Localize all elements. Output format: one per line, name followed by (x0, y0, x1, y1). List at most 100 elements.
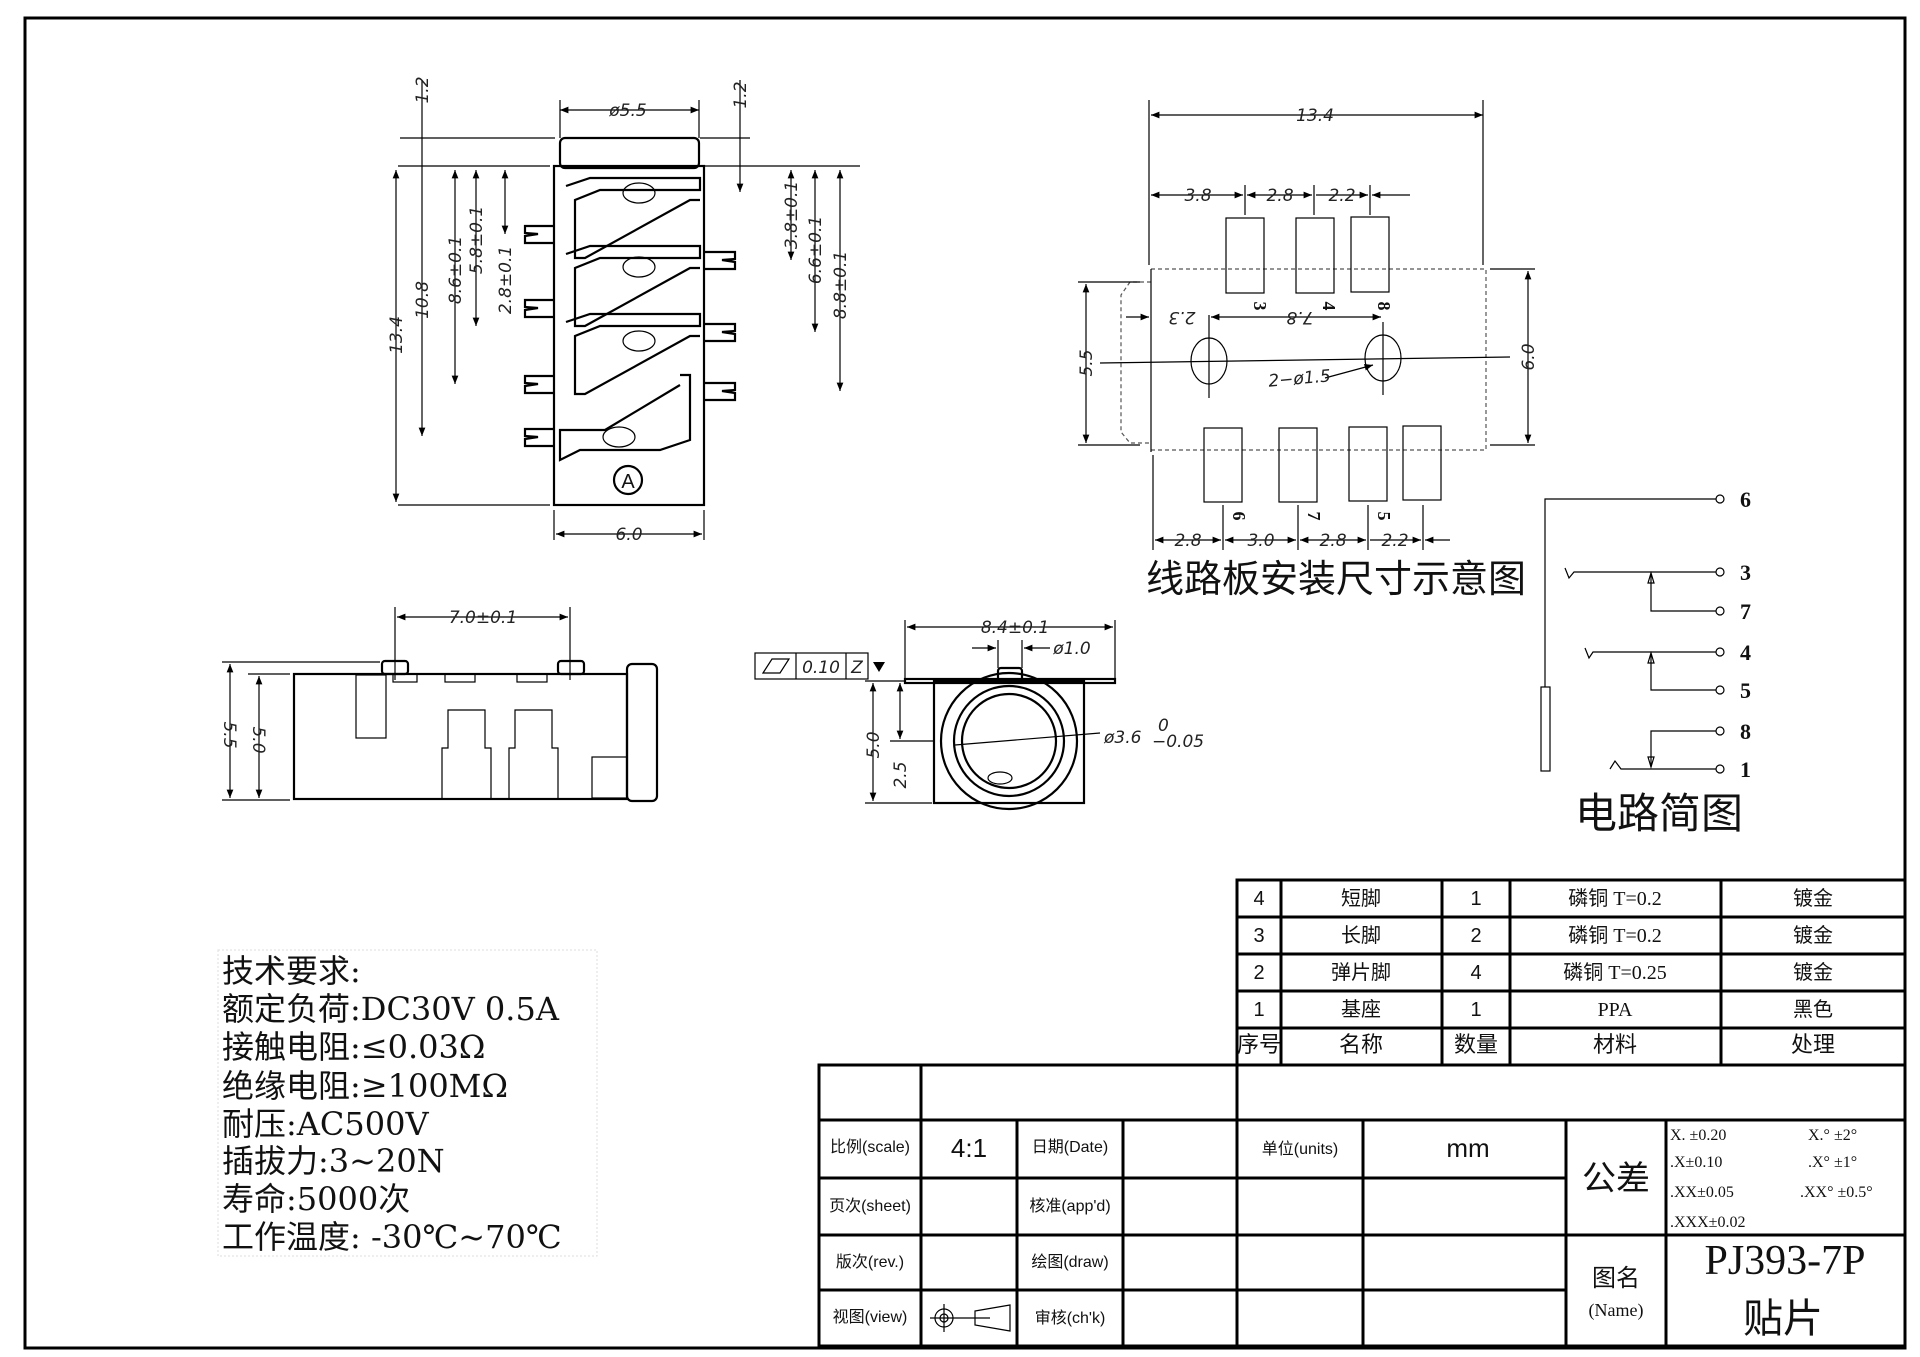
marker-a: A (621, 471, 635, 493)
bom-row-finish: 镀金 (1793, 886, 1833, 910)
bom-row-name: 弹片脚 (1331, 960, 1391, 984)
tech-req-line: 插拔力:3~20N (222, 1142, 445, 1180)
sheet-border (23, 16, 1907, 1350)
dim-13-4: 13.4 (387, 316, 407, 354)
tech-req-line: 绝缘电阻:≥100MΩ (222, 1067, 508, 1105)
bom-row-no: 4 (1253, 888, 1264, 910)
dim-1-2-left: 1.2 (413, 76, 433, 103)
pcb-pin-7: 7 (1304, 512, 1324, 521)
front-dim-bore-lower: −0.05 (1152, 732, 1204, 752)
tolerance-linear: .XXX±0.02 (1670, 1214, 1745, 1231)
draw-label: 绘图(draw) (1031, 1253, 1108, 1271)
part-type: 贴片 (1743, 1296, 1823, 1342)
top-view: A ø5.5 6.0 13.4 10.8 1.2 8.6±0.1 5.8±0.1… (387, 76, 860, 545)
circuit-pin-7: 7 (1740, 599, 1751, 624)
tolerance-label: 公差 (1582, 1159, 1650, 1199)
side-view: 7.0±0.1 5.5 5.0 (219, 607, 659, 803)
bom-row-qty: 2 (1470, 925, 1481, 947)
circuit-pin-1: 1 (1740, 757, 1751, 782)
dim-6-0: 6.0 (615, 525, 642, 545)
pcb-dim-6-0: 6.0 (1519, 343, 1539, 370)
tolerance-linear: X. ±0.20 (1670, 1127, 1726, 1144)
pcb-dim-hole-offset: 2.3 (1168, 307, 1195, 327)
dim-2-8: 2.8±0.1 (496, 246, 516, 314)
circuit-pin-3: 3 (1740, 560, 1751, 585)
bom-row-name: 短脚 (1341, 886, 1381, 910)
bom-row-finish: 黑色 (1793, 997, 1833, 1021)
fcf-tolerance: 0.10 (802, 658, 840, 678)
circuit-pin-6: 6 (1740, 487, 1751, 512)
dim-8-8: 8.8±0.1 (831, 251, 851, 319)
bom-header-no: 序号 (1237, 1032, 1281, 1057)
tolerance-angular: X.° ±2° (1808, 1127, 1857, 1144)
circuit-pin-8: 8 (1740, 719, 1751, 744)
bom-header-qty: 数量 (1454, 1032, 1498, 1057)
bom-row-no: 2 (1253, 962, 1264, 984)
tolerance-linear: .X±0.10 (1670, 1154, 1722, 1171)
tolerance-linear: .XX±0.05 (1670, 1184, 1734, 1201)
date-label: 日期(Date) (1032, 1138, 1108, 1156)
bom-row-qty: 1 (1470, 999, 1481, 1021)
circuit-pin-5: 5 (1740, 678, 1751, 703)
approved-label: 核准(app'd) (1029, 1197, 1110, 1215)
front-dim-bore-upper: 0 (1158, 716, 1169, 736)
bom-row-material: 磷铜 T=0.25 (1563, 961, 1667, 984)
pcb-pin-8: 8 (1374, 302, 1394, 311)
bom-header-material: 材料 (1593, 1032, 1637, 1057)
tolerance-angular: .XX° ±0.5° (1800, 1184, 1873, 1201)
bom-row-finish: 镀金 (1793, 960, 1833, 984)
bom-row-material: 磷铜 T=0.2 (1568, 924, 1662, 947)
dim-5-8: 5.8±0.1 (467, 206, 487, 274)
pcb-dim-b2: 3.0 (1247, 531, 1274, 551)
tech-req-line: 寿命:5000次 (222, 1180, 410, 1218)
tech-req-title: 技术要求: (222, 952, 361, 990)
bom-row-name: 基座 (1341, 997, 1381, 1021)
front-dim-2-5: 2.5 (891, 761, 911, 788)
right-pins (704, 250, 737, 402)
rev-label: 版次(rev.) (836, 1253, 904, 1271)
pcb-dim-b3: 2.8 (1319, 531, 1346, 551)
sheet-label: 页次(sheet) (829, 1197, 911, 1215)
pcb-pin-4: 4 (1319, 302, 1339, 311)
units-value: mm (1446, 1133, 1489, 1163)
feature-control-frame: 0.10 Z (754, 652, 885, 680)
front-dim-8-4: 8.4±0.1 (981, 618, 1049, 638)
pcb-dim-total: 13.4 (1296, 106, 1334, 126)
view-label: 视图(view) (833, 1308, 908, 1326)
bom-header-finish: 处理 (1791, 1033, 1835, 1058)
bom-row-no: 1 (1253, 999, 1264, 1021)
pcb-dim-b4: 2.2 (1381, 531, 1408, 551)
front-dim-bore: ø3.6 (1103, 728, 1142, 748)
dim-8-6: 8.6±0.1 (446, 236, 466, 304)
pcb-layout-view: 13.4 3.8 2.8 2.2 2.8 3.0 2.8 2.2 5.5 6.0… (1077, 100, 1539, 601)
units-label: 单位(units) (1262, 1140, 1338, 1158)
dim-10-8: 10.8 (413, 281, 433, 319)
dim-3-8: 3.8±0.1 (782, 181, 802, 249)
pcb-pin-3: 3 (1250, 302, 1270, 311)
part-number: PJ393-7P (1704, 1238, 1865, 1284)
front-dim-5-0: 5.0 (864, 731, 884, 758)
pcb-dim-hole-span: 7.8 (1286, 307, 1313, 327)
bom-row-name: 长脚 (1341, 923, 1381, 947)
dim-6-6: 6.6±0.1 (806, 216, 826, 284)
pcb-pin-6: 6 (1229, 512, 1249, 521)
left-pins (523, 224, 554, 448)
scale-value: 4:1 (951, 1133, 987, 1163)
side-dim-7-0: 7.0±0.1 (449, 608, 517, 628)
pcb-view-title: 线路板安装尺寸示意图 (1146, 557, 1526, 601)
dim-5-5: ø5.5 (608, 101, 646, 121)
tech-req-line: 额定负荷:DC30V 0.5A (222, 990, 560, 1028)
check-label: 审核(ch'k) (1035, 1309, 1106, 1327)
pcb-pin-5: 5 (1374, 512, 1394, 521)
scale-label: 比例(scale) (830, 1138, 910, 1156)
name-label: 图名 (1592, 1264, 1640, 1292)
side-dim-5-5: 5.5 (219, 721, 239, 748)
tech-req-line: 耐压:AC500V (222, 1105, 429, 1143)
pcb-dim-5-5: 5.5 (1077, 349, 1097, 376)
bom-header-name: 名称 (1339, 1033, 1383, 1058)
bom-row-qty: 1 (1470, 888, 1481, 910)
first-angle-projection-icon (930, 1304, 1011, 1332)
pcb-dim-t2: 2.8 (1266, 186, 1293, 206)
circuit-diagram: 6 3 7 4 5 8 1 电路简图 (1540, 487, 1751, 838)
